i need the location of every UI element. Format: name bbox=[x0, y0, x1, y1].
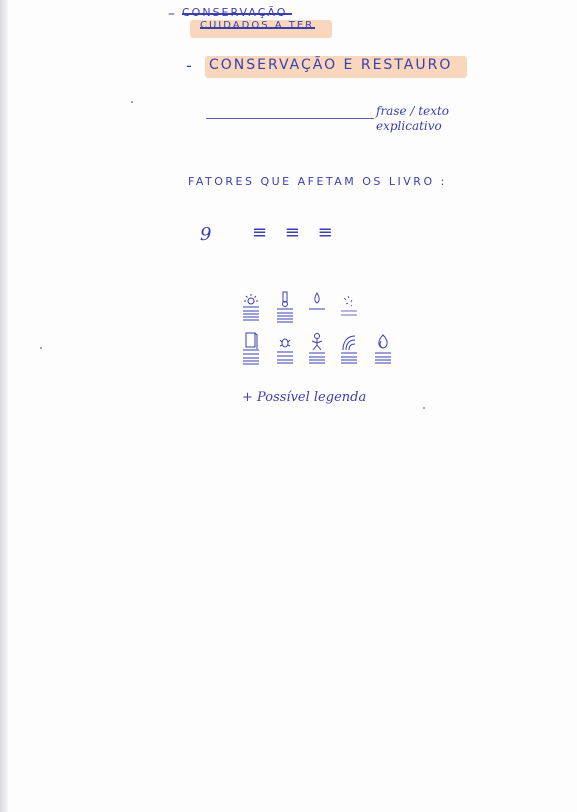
dash-mark: – bbox=[168, 6, 177, 22]
sun-icon bbox=[240, 292, 262, 328]
factor-count: 9 bbox=[200, 224, 211, 245]
caption: + Possível legenda bbox=[242, 390, 366, 405]
count-placeholder-lines: ≡ ≡ ≡ bbox=[252, 222, 339, 243]
ink-speck bbox=[131, 101, 133, 103]
strike-line bbox=[200, 27, 315, 29]
ink-speck bbox=[40, 347, 42, 349]
text-placeholder-line bbox=[206, 118, 374, 119]
strike-line bbox=[182, 13, 292, 15]
drop-icon bbox=[306, 290, 328, 326]
crossed-subtitle: CUIDADOS A TER bbox=[200, 20, 314, 31]
explanatory-note: frase / texto explicativo bbox=[376, 104, 516, 134]
fire-icon bbox=[372, 332, 394, 368]
page-title: CONSERVAÇÃO E RESTAURO bbox=[209, 57, 452, 73]
water-icon bbox=[338, 332, 360, 368]
person-icon bbox=[306, 332, 328, 368]
insect-icon bbox=[274, 334, 296, 370]
paper-edge-shadow bbox=[0, 0, 8, 812]
ink-speck bbox=[423, 407, 425, 409]
title-dash: - bbox=[186, 56, 194, 75]
thermometer-icon bbox=[274, 290, 296, 326]
factors-heading: FATORES QUE AFETAM OS LIVRO : bbox=[188, 175, 447, 188]
book-icon bbox=[240, 330, 262, 366]
mold-icon bbox=[338, 292, 360, 328]
